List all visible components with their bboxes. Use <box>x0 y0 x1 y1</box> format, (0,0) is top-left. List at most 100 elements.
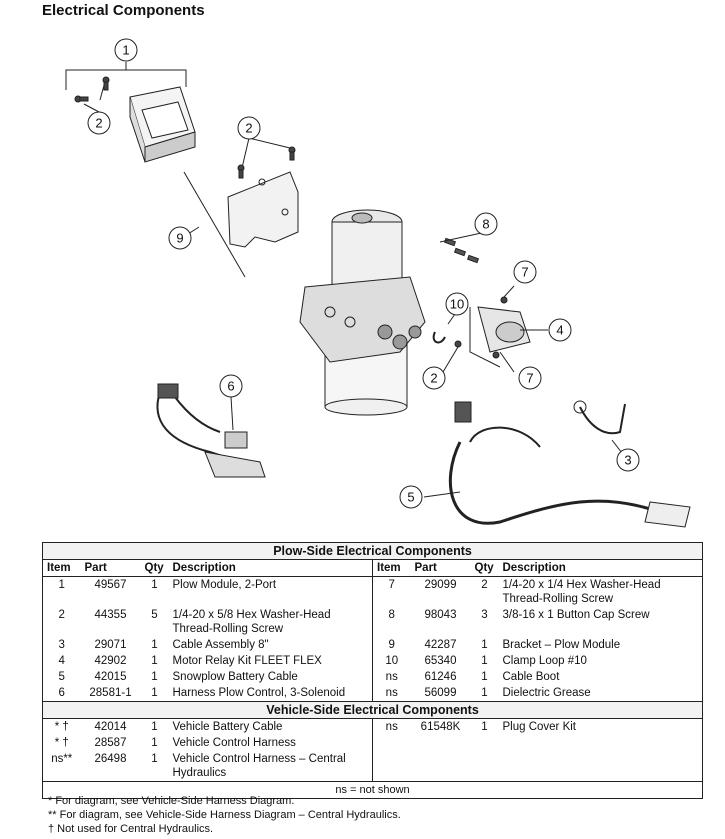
table-cell: 9 <box>372 637 411 653</box>
table-cell: 28587 <box>94 737 127 749</box>
table-cell: 1 <box>481 687 488 699</box>
callout-3: 3 <box>624 453 631 468</box>
table-cell: 6 <box>58 687 65 699</box>
table-cell: Plug Cover Kit <box>502 721 577 733</box>
table-row: 6 28581-1 1 Harness Plow Control, 3-Solenoi… <box>43 685 703 702</box>
footnotes: * For diagram, see Vehicle-Side Harness … <box>48 794 401 836</box>
table-cell: 65340 <box>424 655 457 667</box>
table-cell: Vehicle Control Harness – Central Hydrau… <box>172 753 346 779</box>
table-cell <box>471 735 499 751</box>
callout-circle <box>445 292 469 316</box>
callout-circle <box>513 260 537 284</box>
table-cell: Dielectric Grease <box>502 687 591 699</box>
table-cell: 7 <box>372 576 411 607</box>
table-cell: 98043 <box>424 609 457 621</box>
table-cell: Cable Boot <box>502 671 560 683</box>
table-cell: 49567 <box>94 579 127 591</box>
plow-table-title: Plow-Side Electrical Components <box>42 542 703 560</box>
motor-relay-illustration <box>477 306 531 353</box>
not-shown-note: ns = not shown <box>42 781 703 799</box>
callout-circle <box>87 111 111 135</box>
table-cell: 1 <box>481 671 488 683</box>
table-cell: 29099 <box>424 579 457 591</box>
table-row: 2 44355 5 1/4-20 x 5/8 Hex Washer-Head Thre… <box>43 607 703 637</box>
col-header: Qty <box>140 559 169 577</box>
table-cell: 61246 <box>424 671 457 683</box>
table-cell: Snowplow Battery Cable <box>172 671 298 683</box>
table-cell: Harness Plow Control, 3-Solenoid <box>172 687 346 699</box>
table-cell: * † <box>54 721 69 733</box>
table-cell: ns** <box>51 753 73 765</box>
table-cell: 1 <box>481 639 488 651</box>
callout-4: 4 <box>556 323 563 338</box>
page-title: Electrical Components <box>42 2 205 19</box>
battery-cable-illustration <box>448 401 691 528</box>
callout-1: 1 <box>122 43 129 58</box>
table-cell: 28581-1 <box>89 687 132 699</box>
table-cell: ns <box>372 718 411 735</box>
table-row: 4 42902 1 Motor Relay Kit FLEET FLEX 10 65340… <box>43 653 703 669</box>
harness-illustration <box>156 383 266 478</box>
table-cell: 8 <box>372 607 411 637</box>
table-cell: 42902 <box>94 655 127 667</box>
footnote: ** For diagram, see Vehicle-Side Harness… <box>48 809 401 821</box>
table-cell: 1 <box>151 737 158 749</box>
table-cell: 2 <box>58 609 65 621</box>
callout-circle <box>168 226 192 250</box>
table-cell: 1 <box>151 655 158 667</box>
pump-motor-illustration <box>299 209 426 416</box>
table-cell: 1 <box>151 721 158 733</box>
table-cell <box>471 751 499 782</box>
table-cell: 1 <box>151 753 158 765</box>
table-cell: 4 <box>58 655 65 667</box>
vehicle-table-title: Vehicle-Side Electrical Components <box>42 701 703 719</box>
table-cell: 1 <box>151 671 158 683</box>
table-cell: 3 <box>481 609 488 621</box>
table-cell <box>372 735 411 751</box>
callout-circle <box>616 448 640 472</box>
table-cell: Bracket – Plow Module <box>502 639 621 651</box>
col-header: Part <box>410 559 471 577</box>
table-cell: 26498 <box>94 753 127 765</box>
table-cell: ns <box>372 669 411 685</box>
table-cell: 29071 <box>94 639 127 651</box>
table-cell: 1/4-20 x 1/4 Hex Washer-Head Thread-Roll… <box>502 579 661 605</box>
table-cell: 44355 <box>94 609 127 621</box>
table-cell: 1 <box>58 579 65 591</box>
table-cell: 1 <box>151 687 158 699</box>
table-cell: 56099 <box>424 687 457 699</box>
footnote: † Not used for Central Hydraulics. <box>48 823 214 835</box>
bracket-illustration <box>227 171 299 248</box>
col-header: Description <box>168 559 373 577</box>
col-header: Item <box>372 559 411 577</box>
callout-circle <box>474 212 498 236</box>
callout-8: 8 <box>482 217 489 232</box>
table-cell: 42015 <box>94 671 127 683</box>
callout-5: 5 <box>407 490 414 505</box>
table-cell: 1 <box>481 721 488 733</box>
table-cell: Motor Relay Kit FLEET FLEX <box>172 655 322 667</box>
table-cell: Plow Module, 2-Port <box>172 579 277 591</box>
plow-module-illustration <box>129 86 196 163</box>
table-cell: 1 <box>481 655 488 667</box>
col-header: Item <box>42 559 81 577</box>
table-cell: 5 <box>151 609 158 621</box>
col-header: Part <box>80 559 141 577</box>
table-cell: 3/8-16 x 1 Button Cap Screw <box>502 609 650 621</box>
parts-table: Plow-Side Electrical Components Item Par… <box>42 542 704 799</box>
table-cell: 10 <box>372 653 411 669</box>
callout-10: 10 <box>450 297 464 312</box>
table-cell: 42287 <box>424 639 457 651</box>
callout-7: 7 <box>521 265 528 280</box>
table-cell: 1 <box>151 579 158 591</box>
callout-circle <box>114 38 138 62</box>
table-cell: 1/4-20 x 5/8 Hex Washer-Head Thread-Roll… <box>172 609 331 635</box>
callout-circle <box>219 374 243 398</box>
callout-9: 9 <box>176 231 183 246</box>
callout-2: 2 <box>430 371 437 386</box>
plow-rows: 1 49567 1 Plow Module, 2-Port 7 29099 2 1/4-20 … <box>43 576 703 702</box>
cable-assembly-illustration <box>573 400 626 435</box>
table-cell: 2 <box>481 579 488 591</box>
table-cell: 42014 <box>94 721 127 733</box>
